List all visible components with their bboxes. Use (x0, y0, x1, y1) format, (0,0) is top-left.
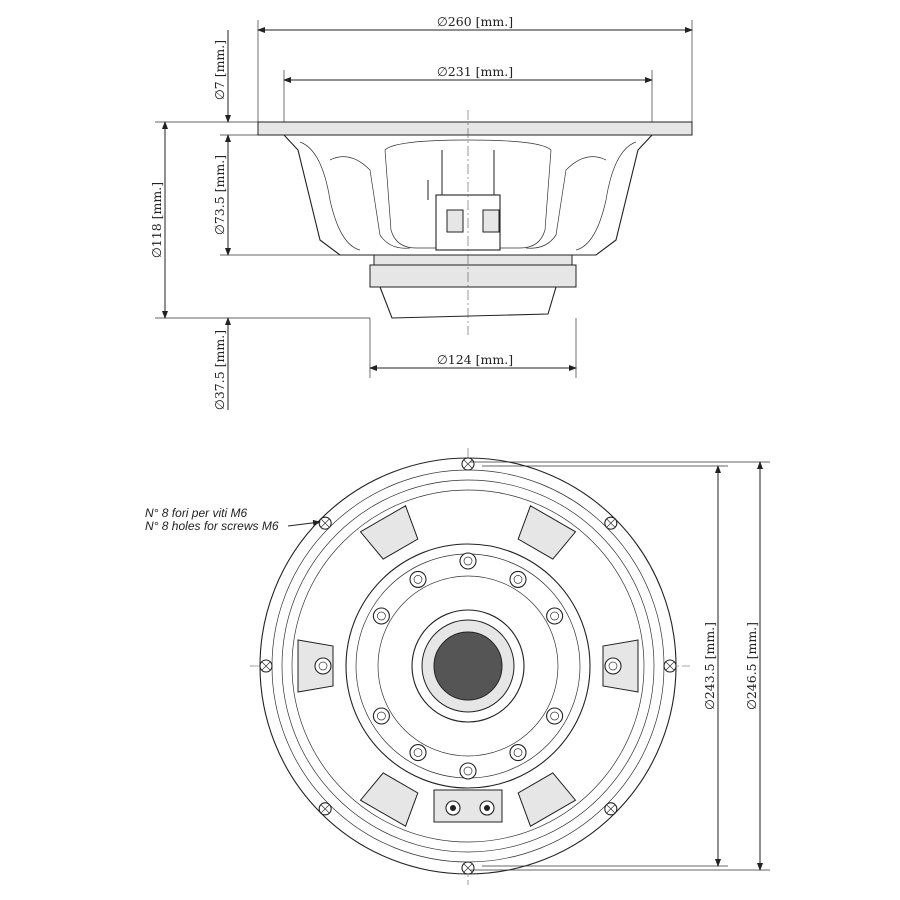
bolt (409, 744, 427, 762)
dim-label-243-5: ∅243.5 [mm.] (702, 622, 717, 710)
back-plate (379, 286, 557, 319)
dim-label-246-5: ∅246.5 [mm.] (744, 622, 759, 710)
top-plate (373, 254, 573, 266)
bolt (459, 762, 477, 780)
mounting-flange (257, 121, 693, 136)
side-view: ∅260 [mm.] ∅231 [mm.] ∅124 [mm.] ∅118 [m… (149, 14, 693, 410)
bolt (546, 707, 564, 725)
magnet-bolts (314, 552, 622, 780)
pole-vent-mesh (433, 631, 503, 701)
magnet (369, 264, 577, 288)
basket-window (359, 505, 419, 560)
bolt (372, 707, 390, 725)
dim-label-124: ∅124 [mm.] (437, 352, 513, 367)
rear-view: N° 8 fori per viti M6 N° 8 holes for scr… (145, 448, 770, 885)
bolt (509, 744, 527, 762)
bolt (604, 657, 622, 675)
bolt (314, 657, 332, 675)
mounting-holes (259, 457, 677, 875)
bolt (459, 552, 477, 570)
basket-window (517, 772, 577, 827)
dim-label-118: ∅118 [mm.] (149, 182, 164, 258)
note-holes-english: N° 8 holes for screws M6 (145, 519, 279, 533)
basket-window (359, 772, 419, 827)
bolt (409, 570, 427, 588)
note-holes-italian: N° 8 fori per viti M6 (145, 506, 247, 520)
dim-label-73-5: ∅73.5 [mm.] (212, 155, 227, 235)
bolt (546, 607, 564, 625)
speaker-side-outline (257, 121, 693, 319)
bolt (509, 570, 527, 588)
dim-label-37-5: ∅37.5 [mm.] (212, 330, 227, 410)
dim-label-7: ∅7 [mm.] (212, 40, 227, 100)
bolt (372, 607, 390, 625)
basket-window (517, 505, 577, 560)
dim-label-260: ∅260 [mm.] (437, 14, 513, 29)
dim-label-231: ∅231 [mm.] (437, 64, 513, 79)
